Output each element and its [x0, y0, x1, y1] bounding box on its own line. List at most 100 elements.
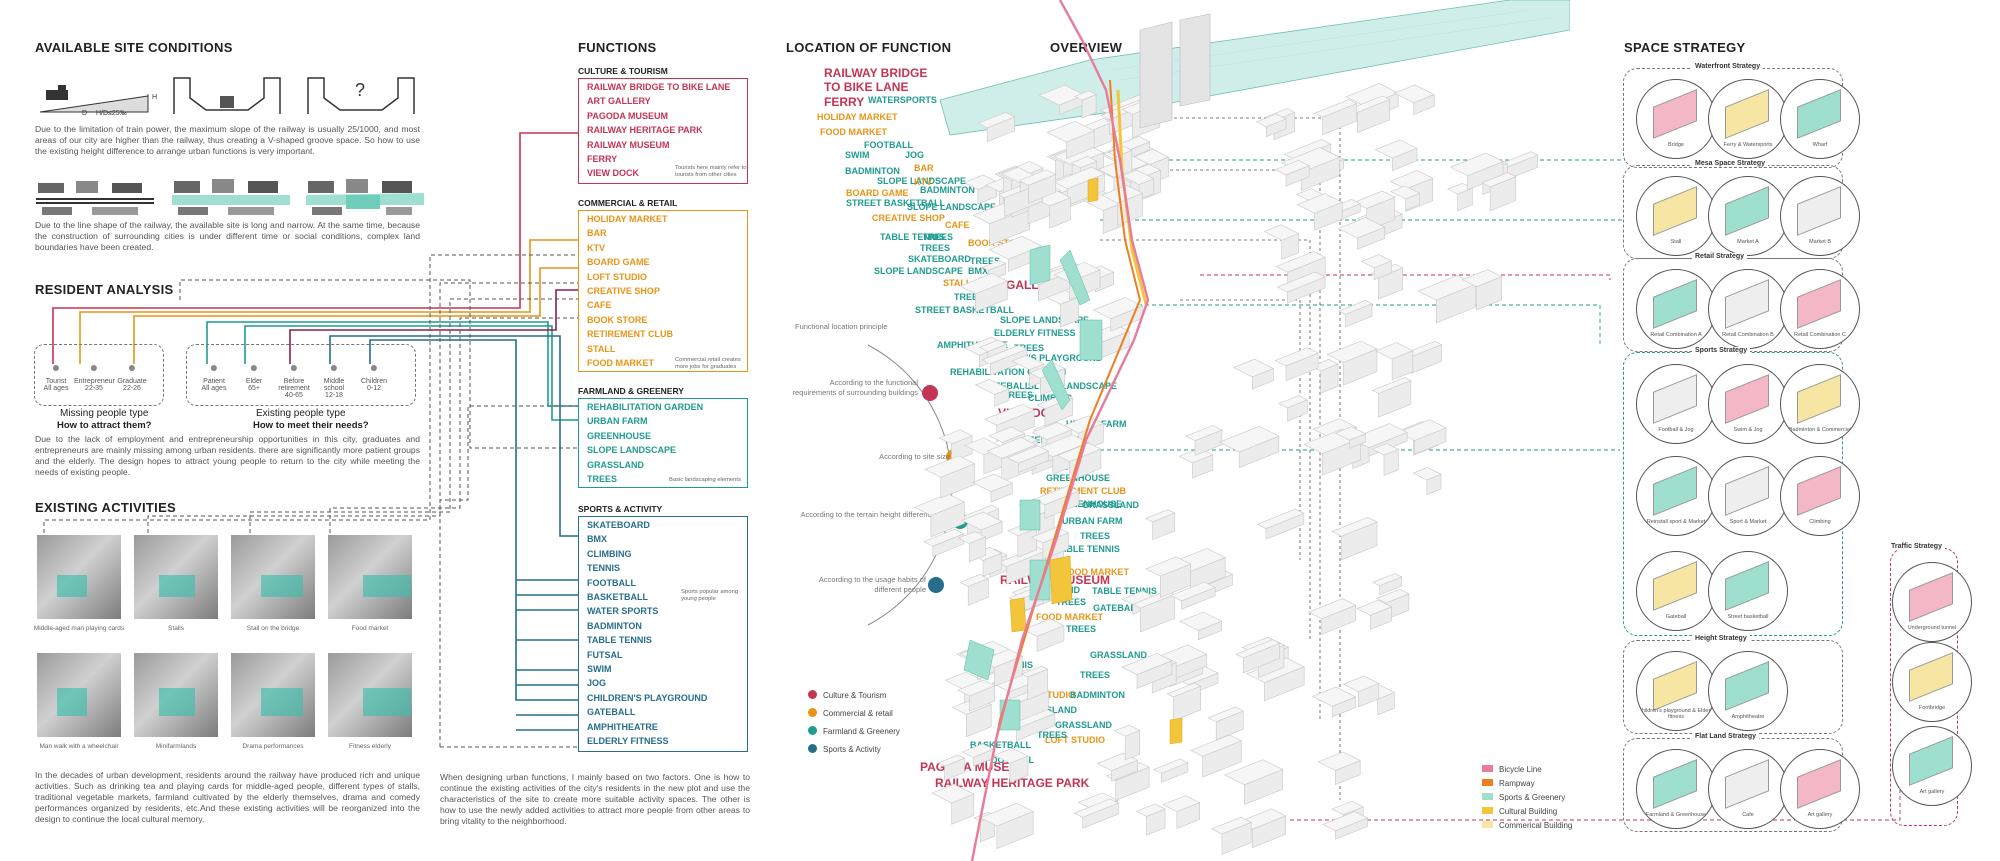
function-location-label: LOFT STUDIO	[1045, 735, 1105, 745]
strategy-block	[1725, 759, 1769, 809]
existing-people-frame	[186, 344, 416, 406]
strategy-block	[1725, 374, 1769, 424]
function-location-label: GREENHOUSE	[1058, 499, 1123, 509]
function-location-label: GRASSLAND	[1090, 650, 1148, 660]
function-item: STALL	[587, 343, 616, 354]
function-location-label: GRASSLAND	[1055, 720, 1113, 730]
strategy-caption: Stall	[1670, 239, 1682, 245]
strategy-diagram: Gateball	[1636, 551, 1716, 631]
activity-caption: Stalls	[168, 625, 184, 632]
function-item: FERRY	[587, 154, 618, 165]
rail-diagram-2	[172, 179, 290, 215]
function-item: AMPHITHEATRE	[587, 721, 658, 732]
person-figure-icon: ●	[89, 359, 99, 375]
strategy-diagram: Market A	[1708, 176, 1788, 256]
person-age: 12-18	[325, 392, 343, 399]
function-location-label: STREET BASKETBALL	[915, 305, 1014, 315]
function-item: HOLIDAY MARKET	[587, 214, 668, 224]
strategy-caption: Sport & Market	[1729, 519, 1767, 525]
strategy-diagram: Amphitheatre	[1708, 651, 1788, 731]
strategy-diagram: Underground tunnel	[1892, 562, 1972, 642]
function-location-label: SLOPE LANDSCAPE	[907, 202, 997, 212]
function-item: RAILWAY MUSEUM	[587, 139, 670, 150]
principle-4: According to the usage habits of differe…	[818, 575, 926, 594]
function-location-label: STREET BASKETBALL	[846, 198, 945, 208]
strategy-caption: Retail Combination A	[1650, 332, 1702, 338]
function-location-label: FOOTBALL	[864, 140, 913, 150]
strategy-block	[1909, 572, 1953, 622]
strategy-diagram: Stall	[1636, 176, 1716, 256]
strategy-block	[1653, 374, 1697, 424]
person-label: Before retirement	[278, 378, 310, 392]
groove-question-diagram	[307, 77, 415, 114]
function-item: ART GALLERY	[587, 96, 651, 107]
function-item: FOOTBALL	[587, 577, 636, 588]
strategy-caption: Badminton & Commercial	[1788, 427, 1852, 433]
strategy-caption: Footbridge	[1918, 705, 1946, 711]
strategy-block	[1909, 736, 1953, 786]
person-figure-icon: ●	[289, 359, 299, 375]
strategy-group-title: Waterfront Strategy	[1692, 63, 1764, 70]
person-label: Entrepreneur	[74, 378, 115, 385]
function-location-label: SLOPE LANDSCAPE	[1000, 315, 1090, 325]
activity-caption: Minifarmlands	[155, 743, 197, 750]
rail-diagram-1	[36, 181, 154, 215]
activity-highlight	[159, 688, 195, 716]
strategy-block	[1725, 561, 1769, 611]
function-location-label: HOLIDAY MARKET	[817, 112, 898, 122]
strategy-diagram: Art gallery	[1892, 726, 1972, 806]
strategy-diagram: Children's playground & Elderly fitness	[1636, 651, 1716, 731]
strategy-caption: Market A	[1737, 239, 1759, 245]
space-strategy-title: SPACE STRATEGY	[1624, 40, 1746, 55]
strategy-caption: Reinstall sport & Market	[1646, 519, 1706, 525]
strategy-block	[1653, 561, 1697, 611]
strategy-group-title: Mesa Space Strategy	[1692, 160, 1769, 167]
function-location-label: RAILWAY BRIDGE	[824, 66, 928, 80]
function-location-label: FOOD MARKET	[1036, 612, 1103, 622]
activity-caption: Man walk with a wheelchair	[39, 743, 119, 750]
strategy-caption: Children's playground & Elderly fitness	[1637, 708, 1715, 720]
function-location-label: CLIMBING	[1028, 393, 1073, 403]
function-location-label: TREES	[920, 243, 951, 253]
person-label: Children	[360, 378, 388, 385]
function-location-label: TO BIKE LANE	[824, 80, 909, 94]
site-conditions-text-1: Due to the limitation of train power, th…	[35, 124, 420, 156]
function-item: WATER SPORTS	[587, 606, 659, 617]
activity-highlight	[57, 575, 87, 597]
person-age: 22-26	[123, 385, 141, 392]
function-item: BMX	[587, 534, 607, 545]
culture-heading: CULTURE & TOURISM	[578, 66, 668, 76]
person-label: Middle school	[323, 378, 345, 392]
function-location-label: SWIM	[845, 150, 870, 160]
function-item: TREES	[587, 474, 618, 485]
activity-photo	[134, 653, 218, 737]
function-location-label: GATEBALL	[982, 381, 1031, 391]
strategy-group-title: Sports Strategy	[1692, 347, 1751, 354]
function-location-label: BAR	[914, 163, 934, 173]
function-item: RAILWAY BRIDGE TO BIKE LANE	[587, 82, 731, 92]
strategy-caption: Market B	[1808, 239, 1831, 245]
activity-photo	[134, 535, 218, 619]
function-item: GRASSLAND	[587, 459, 645, 470]
strategy-diagram: Market B	[1780, 176, 1860, 256]
strategy-caption: Farmland & Greenhouse	[1645, 812, 1707, 818]
function-location-label: TREES	[923, 232, 954, 242]
function-location-label: SKATEBOARD	[908, 254, 971, 264]
activity-highlight	[261, 575, 303, 597]
function-location-label: TREES	[1080, 531, 1111, 541]
strategy-diagram: Reinstall sport & Market	[1636, 456, 1716, 536]
strategy-diagram: Art gallery	[1780, 749, 1860, 829]
function-item: TABLE TENNIS	[587, 635, 652, 646]
location-legend-sports: Sports & Activity	[808, 744, 881, 754]
strategy-caption: Retail Combination C	[1794, 332, 1846, 338]
strategy-block	[1725, 466, 1769, 516]
function-location-label: TREES	[1066, 624, 1097, 634]
strategy-block	[1725, 279, 1769, 329]
strategy-block	[1797, 186, 1841, 236]
person-age: 40-65	[285, 392, 303, 399]
farmland-note: Basic landscaping elements	[669, 477, 741, 483]
